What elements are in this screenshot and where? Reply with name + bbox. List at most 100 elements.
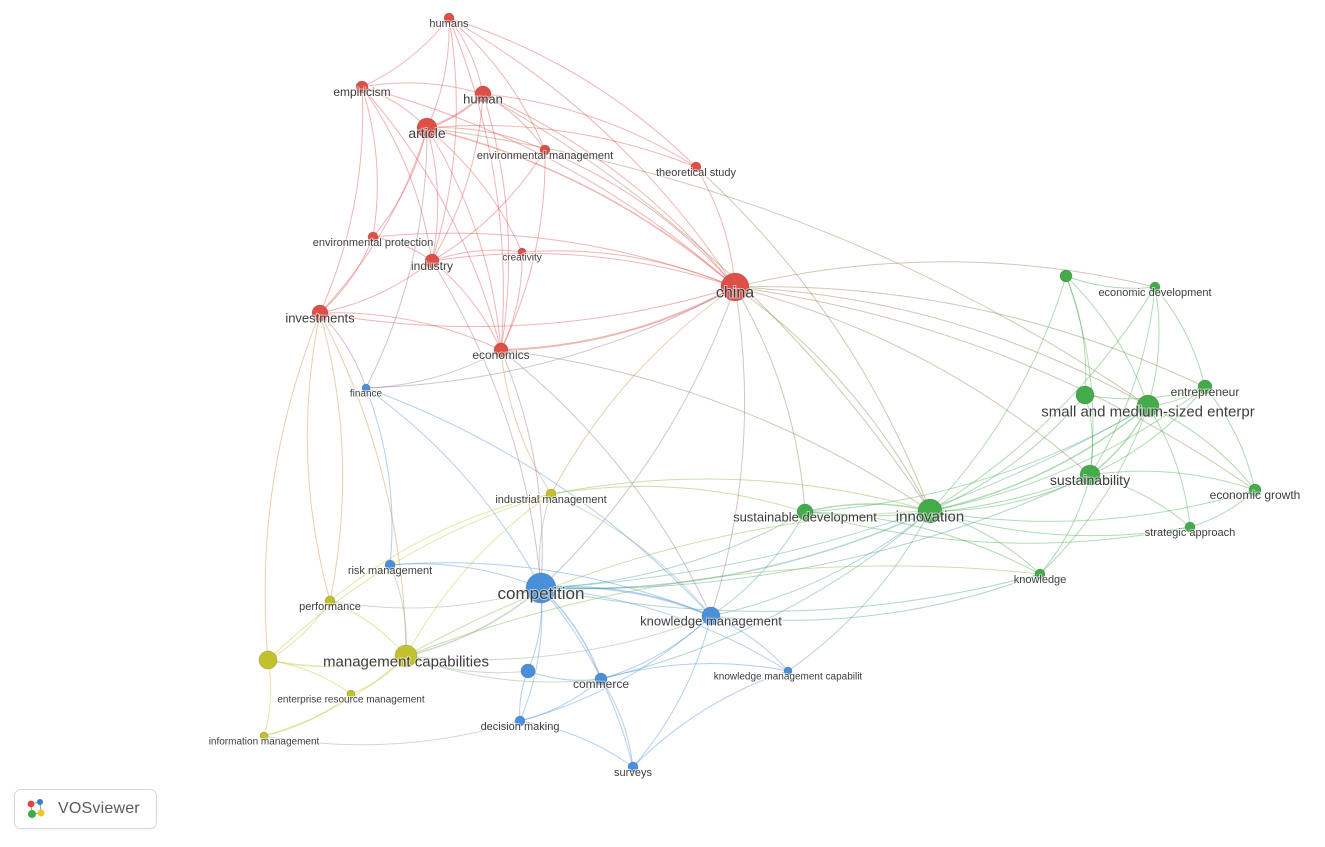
graph-node-label-sme[interactable]: small and medium-sized enterpr [1040,402,1255,421]
graph-edge [1089,386,1206,476]
graph-node-label-investments[interactable]: investments [284,310,356,327]
graph-node-empiricism[interactable] [355,80,369,94]
graph-node-industry[interactable] [424,253,440,269]
graph-node-investments[interactable] [311,304,329,322]
graph-edge [372,232,736,288]
graph-edge [540,510,931,590]
graph-node-label-risk_mgmt[interactable]: risk management [347,564,433,578]
graph-node-theo_study[interactable] [690,161,702,173]
graph-node-mgmt_cap[interactable] [394,644,418,668]
graph-node-finance[interactable] [361,383,371,393]
graph-edge [550,478,931,512]
graph-edge [405,510,931,657]
graph-edge [389,563,542,589]
graph-edge [1147,405,1191,528]
graph-node-know_mgmt[interactable] [701,606,721,626]
graph-edge [500,286,736,351]
graph-node-risk_mgmt[interactable] [384,559,396,571]
graph-node-green1[interactable] [1059,269,1073,283]
graph-node-sme[interactable] [1136,394,1160,418]
graph-node-yellow1[interactable] [258,650,278,670]
graph-node-label-entrepreneur[interactable]: entrepreneur [1170,384,1241,400]
graph-node-erm[interactable] [346,689,356,699]
graph-node-china[interactable] [720,272,750,302]
graph-node-label-industry[interactable]: industry [410,258,454,274]
graph-edge [267,655,407,668]
graph-node-entrepreneur[interactable] [1197,379,1213,395]
graph-node-label-sus_dev[interactable]: sustainable development [732,509,878,526]
graph-node-human[interactable] [474,85,492,103]
graph-node-label-empiricism[interactable]: empiricism [332,84,391,100]
graph-node-label-performance[interactable]: performance [298,600,362,614]
graph-node-label-surveys[interactable]: surveys [613,766,653,780]
graph-node-green2[interactable] [1075,385,1095,405]
graph-edge [804,511,1041,575]
logo-node-yellow [37,809,45,817]
graph-node-economics[interactable] [493,342,509,358]
graph-node-label-info_mgmt[interactable]: information management [208,736,321,749]
graph-node-econ_dev[interactable] [1149,281,1161,293]
vosviewer-logo-badge[interactable]: VOSviewer [14,789,157,829]
graph-node-env_mgmt[interactable] [539,144,551,156]
graph-node-article[interactable] [416,117,438,139]
graph-edge [1154,286,1206,388]
graph-node-ind_mgmt[interactable] [545,488,557,500]
graph-node-label-km_cap[interactable]: knowledge management capabilit [713,671,864,684]
graph-node-strat_app[interactable] [1184,521,1196,533]
graph-node-label-humans[interactable]: humans [428,17,470,31]
graph-edge [431,249,523,262]
graph-node-label-theo_study[interactable]: theoretical study [655,166,738,180]
graph-node-label-china[interactable]: china [715,284,755,303]
graph-edge [389,562,712,617]
graph-node-sus_dev[interactable] [796,503,814,521]
graph-node-econ_growth[interactable] [1248,483,1262,497]
graph-edge [264,312,321,661]
graph-node-knowledge[interactable] [1034,568,1046,580]
graph-node-decision[interactable] [514,715,526,727]
graph-edge [482,93,546,151]
graph-node-km_cap[interactable] [783,666,793,676]
graph-node-label-commerce[interactable]: commerce [572,676,630,692]
graph-node-label-econ_growth[interactable]: economic growth [1209,487,1302,503]
graph-node-surveys[interactable] [627,761,639,773]
graph-node-sustainability[interactable] [1079,464,1101,486]
graph-node-label-env_mgmt[interactable]: environmental management [476,149,614,163]
graph-node-performance[interactable] [324,595,336,607]
graph-node-humans[interactable] [443,12,455,24]
graph-node-label-sustainability[interactable]: sustainability [1049,471,1131,489]
graph-edge [710,615,789,672]
graph-edge [448,17,504,351]
graph-node-label-env_prot[interactable]: environmental protection [312,236,434,250]
graph-node-label-creativity[interactable]: creativity [501,252,542,265]
graph-node-label-finance[interactable]: finance [349,388,384,401]
graph-node-label-erm[interactable]: enterprise resource management [276,694,426,707]
graph-node-label-ind_mgmt[interactable]: industrial management [494,493,607,507]
graph-edge [372,127,428,238]
graph-node-label-human[interactable]: human [462,91,504,108]
graph-edge [1039,474,1091,575]
graph-node-competition[interactable] [525,572,557,604]
graph-node-label-know_mgmt[interactable]: knowledge management [639,613,783,630]
graph-edge [734,286,806,513]
graph-node-commerce[interactable] [594,672,608,686]
graph-node-label-knowledge[interactable]: knowledge [1013,573,1068,587]
graph-node-label-strat_app[interactable]: strategic approach [1144,526,1237,540]
graph-edge [540,286,736,589]
graph-node-label-competition[interactable]: competition [497,583,586,604]
graph-node-innovation[interactable] [917,498,943,524]
graph-node-creativity[interactable] [517,247,527,257]
graph-edge [365,286,736,389]
graph-node-label-economics[interactable]: economics [471,347,530,363]
graph-edge [431,17,457,262]
graph-node-label-mgmt_cap[interactable]: management capabilities [322,652,490,671]
graph-node-label-decision[interactable]: decision making [480,720,561,734]
graph-edge [329,587,542,609]
graph-node-label-article[interactable]: article [407,124,447,142]
graph-node-blue1[interactable] [520,663,536,679]
graph-edge [550,493,712,617]
graph-node-env_prot[interactable] [367,231,379,243]
graph-node-label-innovation[interactable]: innovation [895,507,965,526]
graph-node-info_mgmt[interactable] [259,731,269,741]
graph-node-label-econ_dev[interactable]: economic development [1097,286,1212,300]
